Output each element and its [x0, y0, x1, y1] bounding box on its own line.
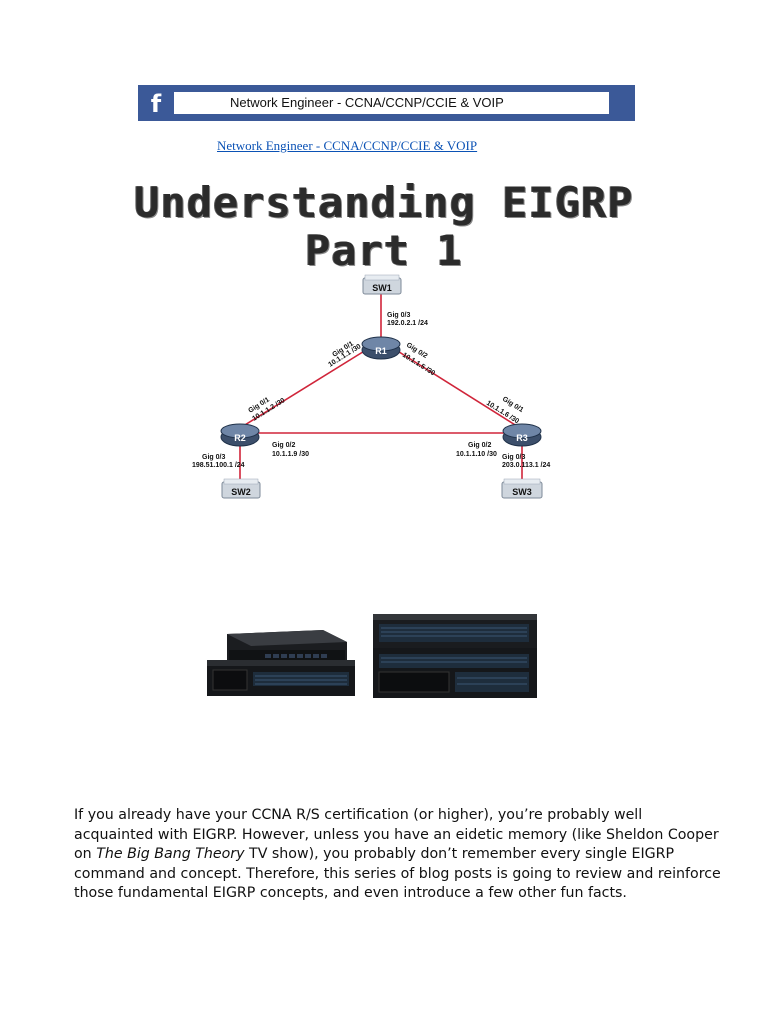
r2-g03-ip: 198.51.100.1 /24 — [192, 462, 245, 469]
link-r1-r2 — [239, 349, 367, 429]
r3-g02-if: Gig 0/2 — [468, 442, 491, 449]
r3-g02-ip: 10.1.1.10 /30 — [456, 451, 497, 458]
router-r2: R2 — [220, 423, 260, 447]
sw3-label: SW3 — [512, 487, 532, 497]
facebook-banner[interactable]: f Network Engineer - CCNA/CCNP/CCIE & VO… — [138, 85, 635, 121]
facebook-banner-text: Network Engineer - CCNA/CCNP/CCIE & VOIP — [174, 92, 609, 114]
r2-g03-if: Gig 0/3 — [202, 454, 225, 461]
switch-sw2: SW2 — [221, 478, 261, 499]
r2-g02-if: Gig 0/2 — [272, 442, 295, 449]
sw1-label: SW1 — [372, 283, 392, 293]
router-unit-small-bottom — [207, 660, 355, 696]
r3-label: R3 — [516, 433, 528, 443]
page-title-line1: Understanding EIGRP — [134, 178, 634, 227]
network-topology-diagram: SW1 R1 R2 R3 SW2 SW3 Gig 0/3 192.0.2.1 /… — [192, 274, 550, 499]
facebook-icon: f — [144, 91, 168, 117]
router-r1: R1 — [361, 336, 401, 360]
paragraph-line: If you already have your CCNA R/S certif… — [74, 807, 643, 823]
r2-label: R2 — [234, 433, 246, 443]
r1-g03-if: Gig 0/3 — [387, 312, 410, 319]
router-unit-large-bottom — [373, 648, 537, 698]
r2-g02-ip: 10.1.1.9 /30 — [272, 451, 309, 458]
paragraph-line: on The Big Bang Theory TV show), you pro… — [74, 845, 714, 865]
switch-sw1: SW1 — [362, 274, 402, 295]
paragraph-line: acquainted with EIGRP. However, unless y… — [74, 826, 719, 843]
paragraph-line: command and concept. Therefore, this ser… — [74, 865, 721, 882]
paragraph-line: those fundamental EIGRP concepts, and ev… — [74, 885, 627, 901]
r1-label: R1 — [375, 346, 387, 356]
intro-paragraph: If you already have your CCNA R/S certif… — [74, 806, 721, 904]
router-unit-large-top — [373, 614, 537, 648]
cisco-routers-photo — [207, 614, 537, 698]
show-title: The Big Bang Theory — [96, 846, 245, 862]
r3-g03-ip: 203.0.113.1 /24 — [502, 462, 550, 469]
link-r1-r3 — [395, 349, 521, 429]
r3-g03-if: Gig 0/3 — [502, 454, 525, 461]
blog-link[interactable]: Network Engineer - CCNA/CCNP/CCIE & VOIP — [217, 138, 478, 153]
r1-g03-ip: 192.0.2.1 /24 — [387, 320, 428, 327]
router-r3: R3 — [502, 423, 542, 447]
sw2-label: SW2 — [231, 487, 251, 497]
paragraph-text: on — [74, 846, 97, 862]
switch-sw3: SW3 — [501, 478, 543, 499]
network-links — [239, 292, 523, 482]
paragraph-text: TV show), you probably don’t remember ev… — [244, 846, 675, 862]
page-title-line2: Part 1 — [305, 226, 463, 275]
